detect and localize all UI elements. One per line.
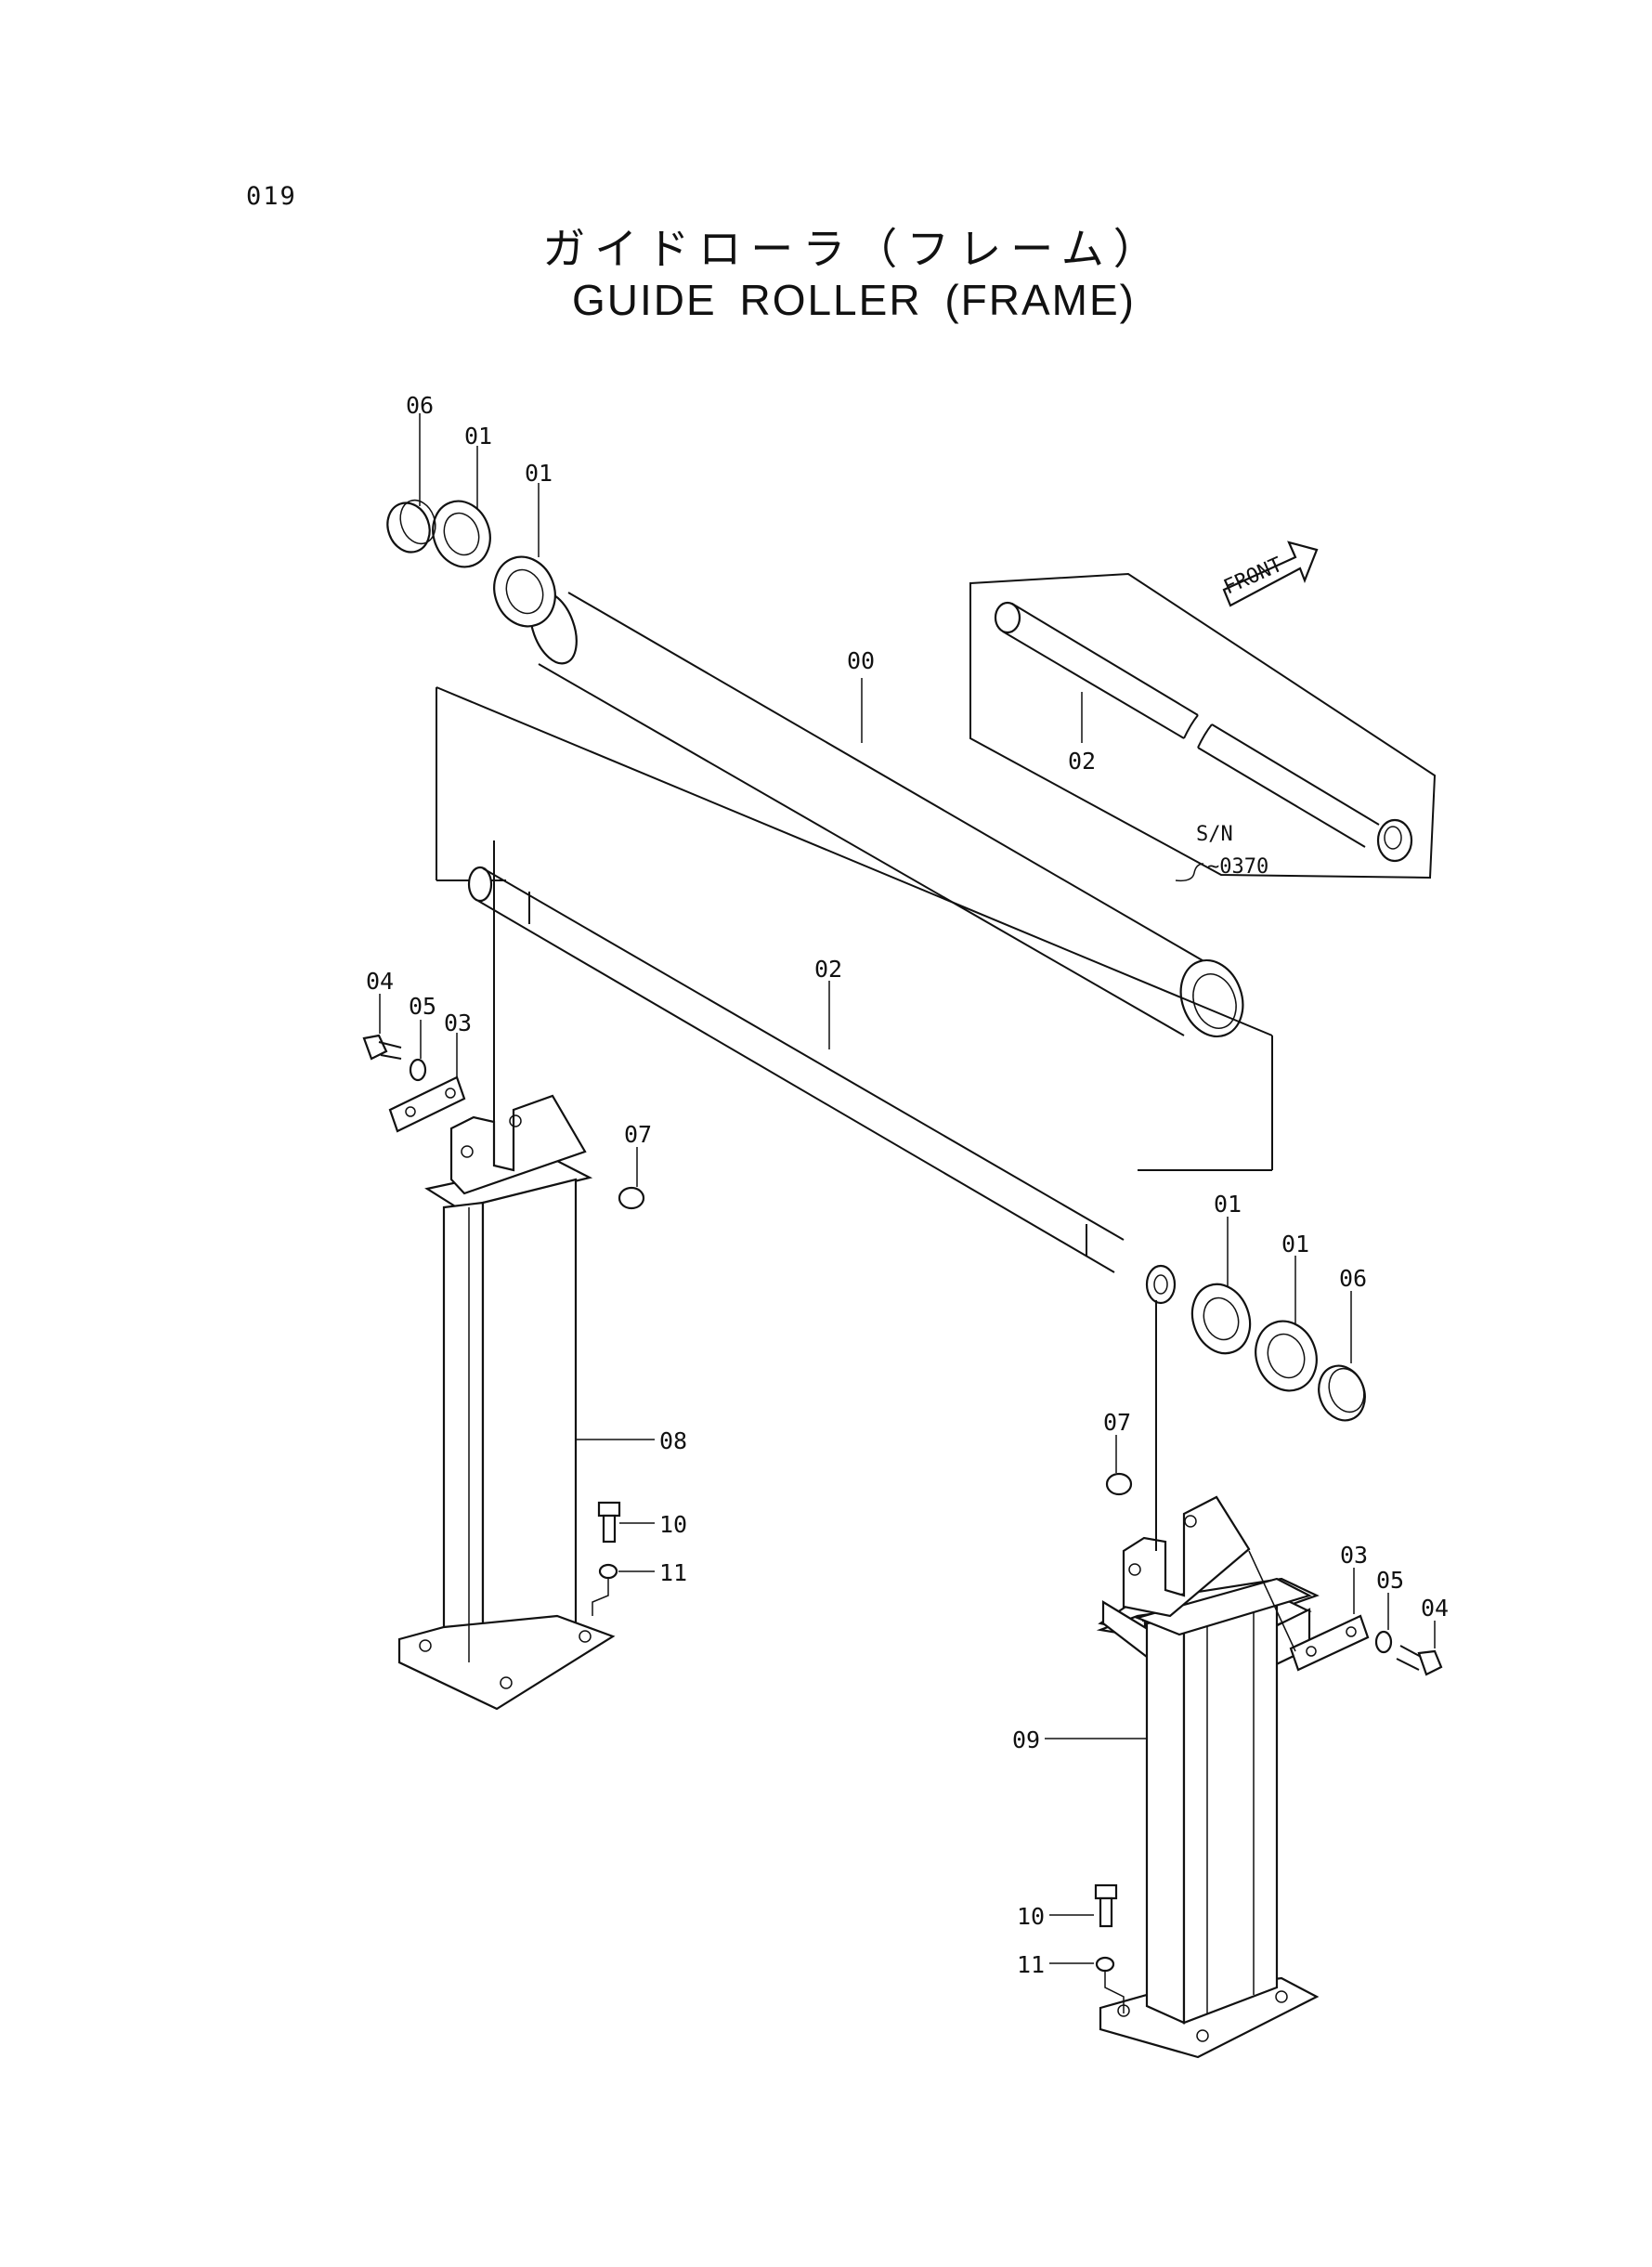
bearing-01-right-outer bbox=[1255, 1320, 1318, 1392]
callout-11-left: 11 bbox=[659, 1559, 687, 1586]
callout-05-right: 05 bbox=[1376, 1567, 1404, 1594]
title-english: GUIDE ROLLER (FRAME) bbox=[572, 276, 1136, 324]
callout-02-inset: 02 bbox=[1068, 748, 1096, 775]
roller-tube-part bbox=[529, 591, 1244, 1038]
callout-03-left: 03 bbox=[444, 1010, 472, 1036]
callout-04-right: 04 bbox=[1421, 1595, 1449, 1622]
callout-07-right: 07 bbox=[1103, 1409, 1131, 1436]
callout-10-left: 10 bbox=[659, 1511, 687, 1538]
callout-03-right: 03 bbox=[1340, 1542, 1368, 1569]
left-stand-frame bbox=[362, 840, 645, 1711]
serial-note-line1: S/N bbox=[1196, 823, 1233, 846]
serial-note-line2: ~0370 bbox=[1207, 855, 1268, 879]
callout-11-right: 11 bbox=[1017, 1951, 1045, 1978]
bearing-01-right-inner bbox=[1190, 1283, 1252, 1355]
shaft-part bbox=[467, 866, 1177, 1305]
callout-05-left: 05 bbox=[409, 993, 436, 1020]
callout-04-left: 04 bbox=[366, 968, 394, 995]
leader-lines bbox=[379, 413, 1436, 1964]
callout-02-shaft: 02 bbox=[814, 956, 842, 983]
bearing-01-left-outer bbox=[432, 500, 491, 568]
front-direction-arrow: FRONT bbox=[1220, 541, 1319, 607]
callout-06-right: 06 bbox=[1339, 1265, 1367, 1292]
inset-shaft-box bbox=[969, 572, 1437, 879]
callout-01-left-2: 01 bbox=[525, 460, 553, 487]
callout-01-right-2: 01 bbox=[1281, 1231, 1309, 1257]
callout-08-left-stand: 08 bbox=[659, 1427, 687, 1454]
right-stand-column bbox=[1094, 1300, 1443, 2059]
callout-06-left: 06 bbox=[406, 392, 434, 419]
page-number: 019 bbox=[246, 182, 297, 211]
callout-labels: 06 01 01 00 02 S/N ~0370 02 04 05 03 07 … bbox=[366, 392, 1449, 1978]
collar-06-right bbox=[1318, 1364, 1366, 1422]
callout-07-left: 07 bbox=[624, 1121, 652, 1148]
callout-01-right-1: 01 bbox=[1214, 1191, 1242, 1218]
inset-shaft-part bbox=[994, 601, 1413, 863]
collar-06-left bbox=[386, 499, 436, 554]
callout-10-right: 10 bbox=[1017, 1903, 1045, 1930]
callout-00-roller: 00 bbox=[847, 647, 875, 674]
callout-01-left-1: 01 bbox=[464, 423, 492, 449]
callout-09-right-stand: 09 bbox=[1012, 1726, 1040, 1753]
bearing-01-left-inner bbox=[493, 555, 556, 628]
title-japanese: ガイドローラ（フレーム） bbox=[542, 224, 1165, 274]
